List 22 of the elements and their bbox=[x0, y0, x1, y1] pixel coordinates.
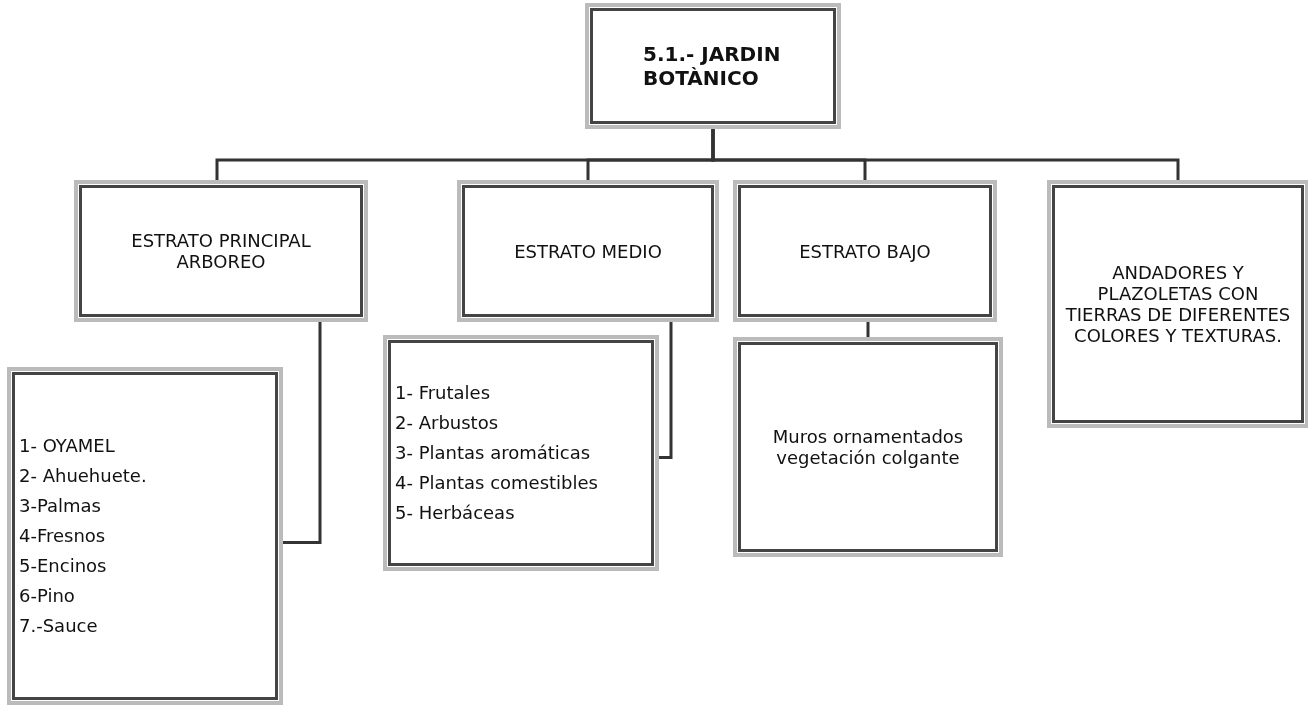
list-item: 2- Arbustos bbox=[395, 411, 499, 435]
node-text: ESTRATO MEDIO bbox=[514, 240, 662, 262]
node-text: 5.1.- JARDIN BOTÀNICO bbox=[643, 42, 782, 90]
list-item: 4- Plantas comestibles bbox=[395, 471, 598, 495]
list-item: 7.-Sauce bbox=[19, 614, 98, 638]
list-item: 3-Palmas bbox=[19, 494, 101, 518]
list-item: 5- Herbáceas bbox=[395, 501, 515, 525]
list-item: 5-Encinos bbox=[19, 554, 107, 578]
connector-line bbox=[866, 320, 870, 339]
list-item: 2- Ahuehuete. bbox=[19, 464, 147, 488]
list-item: 1- Frutales bbox=[395, 381, 491, 405]
node-text: ESTRATO PRINCIPAL ARBOREO bbox=[130, 230, 312, 272]
node-text: ANDADORES Y PLAZOLETAS CON TIERRAS DE DIFERENTES COLORES Y TEXTURAS. bbox=[1064, 262, 1292, 346]
node-text: Muros ornamentados vegetación colgante bbox=[771, 426, 965, 468]
list-item: 4-Fresnos bbox=[19, 524, 106, 548]
list-item: 1- OYAMEL bbox=[19, 434, 115, 458]
connector-line bbox=[657, 320, 673, 459]
connector-line bbox=[711, 127, 1180, 182]
node-text: ESTRATO BAJO bbox=[799, 240, 931, 262]
connector-line bbox=[281, 320, 322, 545]
list-item: 3- Plantas aromáticas bbox=[395, 441, 591, 465]
list-item: 6-Pino bbox=[19, 584, 75, 608]
